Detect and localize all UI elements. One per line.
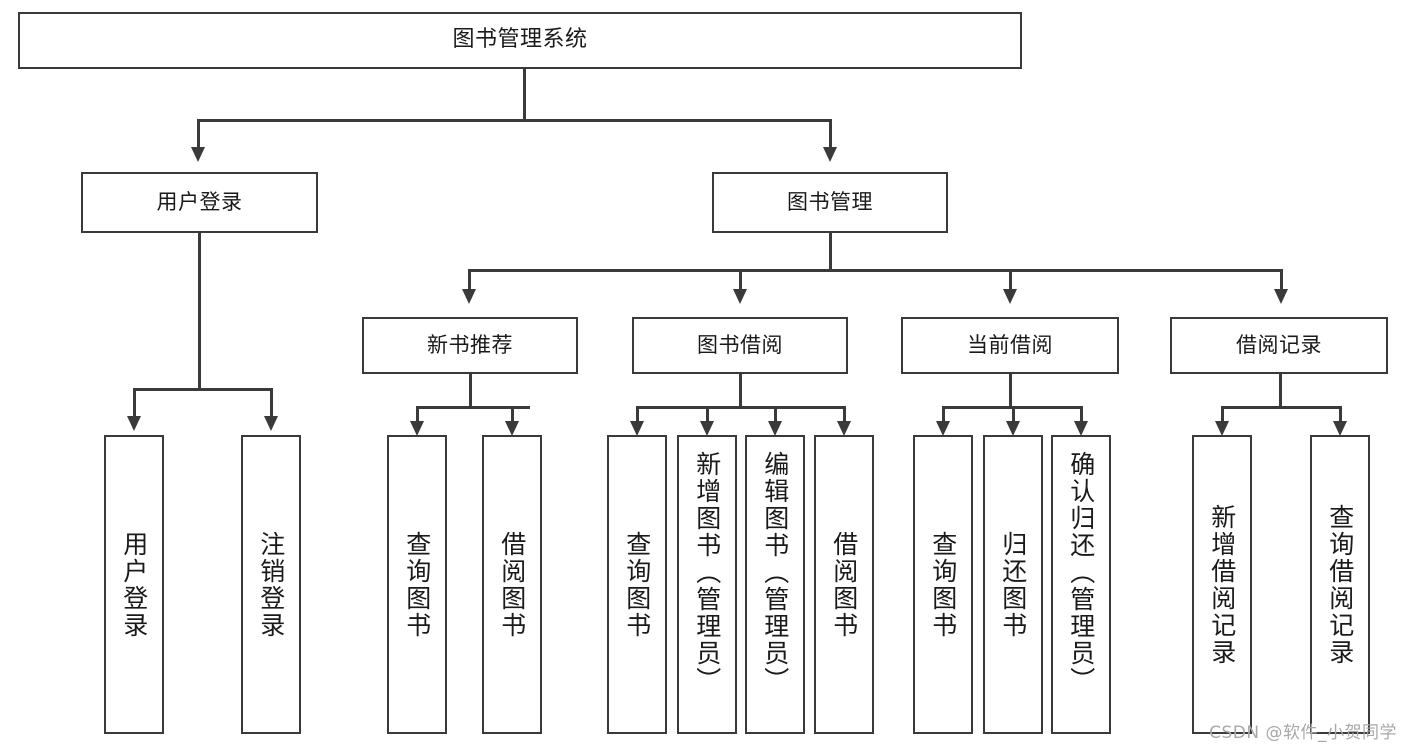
arrowhead-cb-leaf-2 (1006, 421, 1020, 436)
arrowhead-bb-leaf-3 (768, 421, 782, 436)
node-label: 查询借阅记录 (1325, 503, 1355, 666)
connector-new-book-stem (469, 374, 472, 408)
connector-br-to-leaf-2 (1339, 406, 1342, 424)
connector-book-borrow-bus (636, 406, 845, 409)
connector-root-to-book-management (829, 119, 832, 149)
node-label: 图书管理系统 (452, 27, 588, 53)
arrowhead-cb-leaf-1 (936, 421, 950, 436)
leaf-logout[interactable]: 注销登录 (241, 435, 301, 734)
connector-br-to-leaf-1 (1221, 406, 1224, 424)
node-label: 借阅图书 (497, 530, 527, 639)
leaf-bb-edit-book-admin[interactable]: 编辑图书（管理员） (745, 435, 805, 734)
connector-cb-to-leaf-2 (1012, 406, 1015, 424)
leaf-bb-borrow-book[interactable]: 借阅图书 (814, 435, 874, 734)
arrowhead-user-login (191, 147, 205, 162)
leaf-br-query-record[interactable]: 查询借阅记录 (1310, 435, 1370, 734)
arrowhead-leaf-logout (264, 416, 278, 431)
connector-user-login-to-leaf-2 (270, 388, 273, 418)
node-label: 确认归还（管理员） (1066, 451, 1096, 694)
leaf-br-add-record[interactable]: 新增借阅记录 (1192, 435, 1252, 734)
connector-user-login-bus (133, 388, 270, 391)
connector-user-login-stem (198, 233, 201, 390)
node-borrow-record[interactable]: 借阅记录 (1170, 317, 1388, 374)
connector-new-book-bus (416, 406, 530, 409)
connector-book-borrow-stem (739, 374, 742, 408)
connector-root-to-user-login (197, 119, 200, 149)
node-label: 新增借阅记录 (1207, 503, 1237, 666)
connector-book-management-stem (829, 233, 832, 271)
leaf-cb-query-book[interactable]: 查询图书 (913, 435, 973, 734)
arrowhead-new-book-recommend (462, 289, 476, 304)
leaf-nb-query-book[interactable]: 查询图书 (387, 435, 447, 734)
arrowhead-book-borrow (733, 289, 747, 304)
node-label: 新书推荐 (427, 333, 513, 358)
connector-borrow-record-bus (1221, 406, 1341, 409)
arrowhead-leaf-user-login (127, 416, 141, 431)
node-label: 查询图书 (928, 530, 958, 639)
arrowhead-bb-leaf-1 (630, 421, 644, 436)
leaf-cb-return-book[interactable]: 归还图书 (983, 435, 1043, 734)
node-label: 新增图书（管理员） (692, 451, 722, 694)
arrowhead-cb-leaf-3 (1074, 421, 1088, 436)
leaf-bb-query-book[interactable]: 查询图书 (607, 435, 667, 734)
arrowhead-br-leaf-2 (1333, 421, 1347, 436)
arrowhead-book-management (823, 147, 837, 162)
node-label: 图书管理 (787, 190, 873, 215)
node-user-login[interactable]: 用户登录 (81, 172, 318, 233)
arrowhead-bb-leaf-4 (837, 421, 851, 436)
connector-book-management-bus (468, 269, 1282, 272)
node-label: 借阅记录 (1236, 333, 1322, 358)
connector-new-book-to-leaf-2 (511, 406, 514, 424)
arrowhead-br-leaf-1 (1215, 421, 1229, 436)
arrowhead-current-borrow (1003, 289, 1017, 304)
connector-bb-to-leaf-4 (843, 406, 846, 424)
leaf-cb-confirm-return-admin[interactable]: 确认归还（管理员） (1051, 435, 1111, 734)
node-book-borrow[interactable]: 图书借阅 (632, 317, 848, 374)
leaf-bb-add-book-admin[interactable]: 新增图书（管理员） (677, 435, 737, 734)
node-label: 编辑图书（管理员） (760, 451, 790, 694)
connector-bm-to-borrow-record (1280, 269, 1283, 291)
connector-cb-to-leaf-1 (942, 406, 945, 424)
connector-user-login-to-leaf-1 (133, 388, 136, 418)
connector-new-book-to-leaf-1 (416, 406, 419, 424)
node-label: 用户登录 (119, 530, 149, 639)
connector-cb-to-leaf-3 (1080, 406, 1083, 424)
arrowhead-nb-leaf-1 (410, 421, 424, 436)
node-new-book-recommend[interactable]: 新书推荐 (362, 317, 578, 374)
node-label: 借阅图书 (829, 530, 859, 639)
connector-bm-to-book-borrow (739, 269, 742, 291)
arrowhead-borrow-record (1274, 289, 1288, 304)
connector-bb-to-leaf-3 (774, 406, 777, 424)
arrowhead-nb-leaf-2 (505, 421, 519, 436)
node-label: 归还图书 (998, 530, 1028, 639)
arrowhead-bb-leaf-2 (700, 421, 714, 436)
node-label: 用户登录 (156, 190, 243, 215)
node-label: 图书借阅 (697, 333, 783, 358)
node-label: 查询图书 (622, 530, 652, 639)
connector-root-stem (523, 69, 526, 121)
leaf-user-login[interactable]: 用户登录 (104, 435, 164, 734)
node-label: 查询图书 (402, 530, 432, 639)
node-label: 当前借阅 (967, 333, 1053, 358)
connector-current-borrow-stem (1009, 374, 1012, 408)
connector-bb-to-leaf-2 (706, 406, 709, 424)
node-label: 注销登录 (256, 530, 286, 639)
connector-borrow-record-stem (1279, 374, 1282, 408)
node-current-borrow[interactable]: 当前借阅 (901, 317, 1119, 374)
connector-root-bus (197, 119, 831, 122)
node-book-management[interactable]: 图书管理 (712, 172, 948, 233)
node-root-book-management-system[interactable]: 图书管理系统 (18, 12, 1022, 69)
leaf-nb-borrow-book[interactable]: 借阅图书 (482, 435, 542, 734)
connector-bb-to-leaf-1 (636, 406, 639, 424)
connector-bm-to-new-book (468, 269, 471, 291)
connector-bm-to-current-borrow (1009, 269, 1012, 291)
